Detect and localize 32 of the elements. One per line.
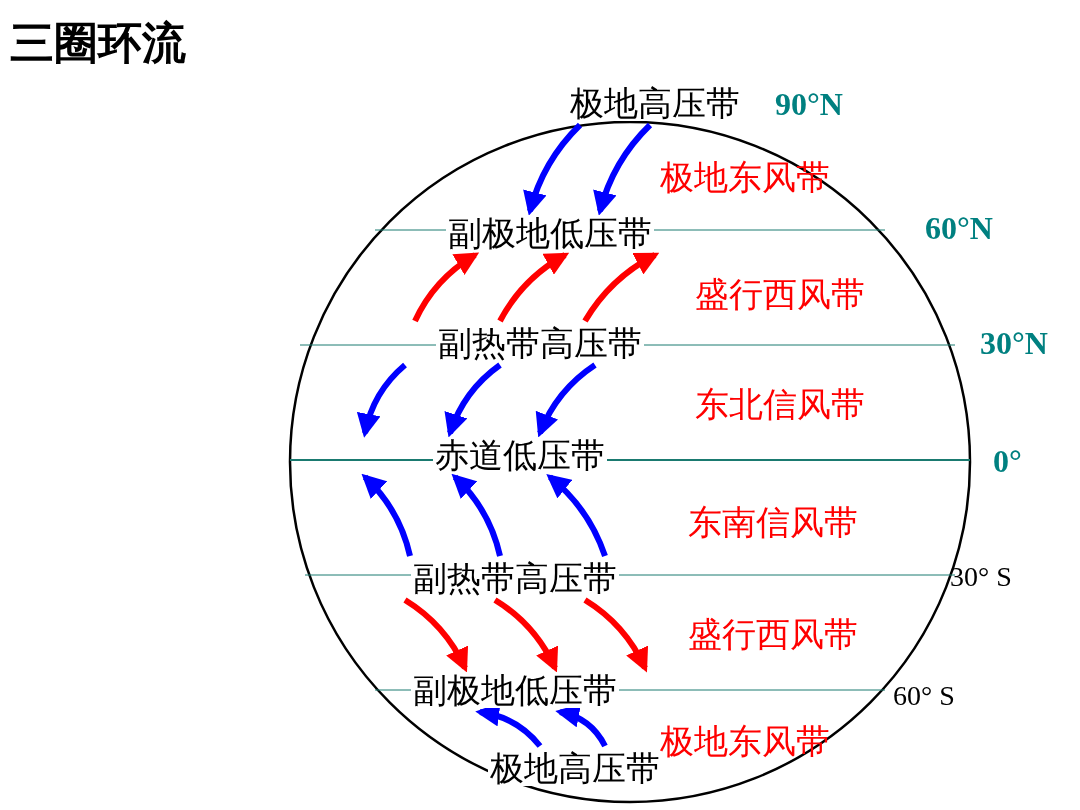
wind-arrow: [523, 122, 583, 216]
latitude-label: 60° S: [893, 682, 955, 710]
pressure-belt-label: 副热带高压带: [436, 325, 644, 361]
wind-arrow: [357, 362, 407, 438]
wind-belt-label: 东南信风带: [688, 505, 858, 539]
latitude-label: 60°N: [925, 212, 993, 244]
title: 三圈环流: [10, 16, 186, 70]
wind-arrow: [412, 252, 480, 323]
pressure-belt-label: 赤道低压带: [433, 437, 607, 473]
latitude-label: 30° S: [950, 563, 1012, 591]
wind-arrow: [361, 473, 413, 557]
latitude-label: 90°N: [775, 88, 843, 120]
wind-arrow: [403, 597, 468, 673]
wind-arrow: [497, 252, 570, 323]
pressure-belt-label: 副极地低压带: [411, 672, 619, 708]
wind-belt-label: 东北信风带: [695, 387, 865, 421]
wind-arrow: [536, 362, 597, 438]
wind-belt-label: 盛行西风带: [695, 277, 865, 311]
wind-arrow: [445, 362, 502, 438]
pressure-belt-label: 副极地低压带: [446, 215, 654, 251]
wind-arrow: [493, 597, 558, 673]
latitude-label: 0°: [993, 445, 1022, 477]
wind-arrow: [451, 473, 503, 557]
wind-arrow: [546, 473, 608, 558]
wind-arrow: [583, 597, 648, 673]
wind-arrow: [593, 122, 653, 216]
latitude-label: 30°N: [980, 327, 1048, 359]
wind-arrow: [582, 252, 660, 323]
pressure-belt-label: 极地高压带: [568, 85, 742, 121]
wind-belt-label: 盛行西风带: [688, 617, 858, 651]
pressure-belt-label: 副热带高压带: [411, 560, 619, 596]
pressure-belt-label: 极地高压带: [488, 750, 662, 786]
